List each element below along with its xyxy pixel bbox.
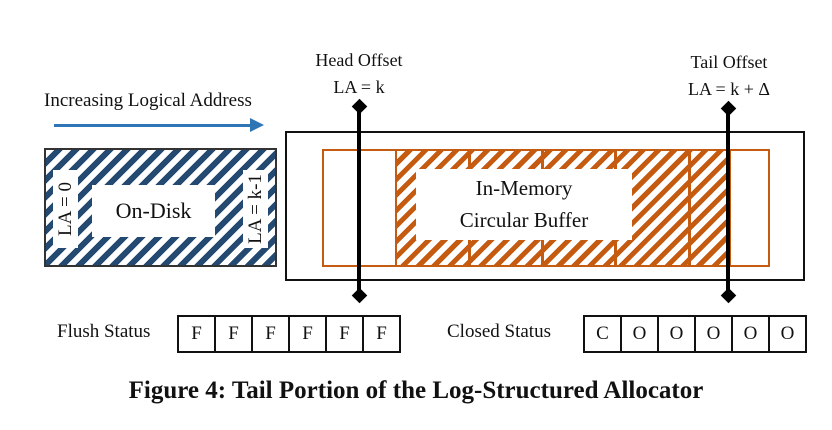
head-offset-la: LA = k	[333, 77, 385, 97]
on-disk-box: LA = 0 On-Disk LA = k-1	[44, 148, 277, 267]
flush-cell: F	[177, 315, 216, 353]
closed-cell: O	[731, 315, 770, 353]
tail-offset-label: Tail Offset LA = k + Δ	[644, 49, 814, 103]
closed-cell: O	[620, 315, 659, 353]
tail-offset-title: Tail Offset	[690, 52, 768, 72]
la-k-minus-1-strip: LA = k-1	[243, 170, 268, 248]
in-memory-buffer-label: In-Memory Circular Buffer	[416, 169, 632, 240]
increasing-address-arrowhead-icon	[250, 118, 264, 132]
flush-cell: F	[288, 315, 327, 353]
increasing-address-arrow	[54, 124, 250, 127]
flush-cell: F	[214, 315, 253, 353]
la-zero-label: LA = 0	[54, 182, 76, 236]
closed-cell: C	[583, 315, 622, 353]
la-k-minus-1-label: LA = k-1	[244, 174, 266, 244]
closed-cell: O	[768, 315, 807, 353]
segment-divider	[688, 151, 691, 265]
increasing-address-label: Increasing Logical Address	[44, 90, 252, 111]
closed-status-cells: C O O O O O	[583, 315, 807, 353]
tail-offset-la: LA = k + Δ	[688, 79, 770, 99]
on-disk-label: On-Disk	[115, 198, 192, 223]
closed-status-label: Closed Status	[447, 321, 551, 342]
on-disk-label-patch: On-Disk	[92, 185, 215, 237]
flush-cell: F	[251, 315, 290, 353]
closed-cell: O	[657, 315, 696, 353]
la-zero-strip: LA = 0	[53, 170, 78, 248]
closed-cell: O	[694, 315, 733, 353]
flush-status-label: Flush Status	[57, 321, 151, 342]
flush-cell: F	[325, 315, 364, 353]
flush-status-cells: F F F F F F	[177, 315, 401, 353]
tail-offset-marker-line	[726, 110, 730, 294]
head-offset-title: Head Offset	[315, 50, 403, 70]
head-offset-label: Head Offset LA = k	[274, 47, 444, 101]
flush-cell: F	[362, 315, 401, 353]
head-offset-marker-line	[357, 108, 361, 294]
buffer-label-line2: Circular Buffer	[459, 207, 589, 232]
buffer-label-line1: In-Memory	[475, 176, 573, 200]
figure-caption: Figure 4: Tail Portion of the Log-Struct…	[128, 377, 704, 404]
